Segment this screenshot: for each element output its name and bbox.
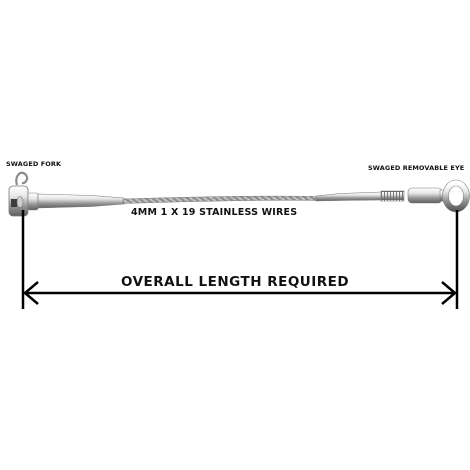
dimension-marker [21, 210, 459, 309]
eye-ring [442, 180, 470, 212]
left-arrowhead [23, 281, 39, 305]
terminal-thread [380, 190, 405, 202]
threaded-terminal [315, 190, 405, 202]
swaged-fork-label: SWAGED FORK [6, 160, 62, 168]
right-arrowhead [441, 281, 457, 305]
swaged-fork [8, 171, 125, 217]
overall-length-label: OVERALL LENGTH REQUIRED [121, 274, 350, 290]
eye-barrel [407, 187, 443, 204]
fork-pin-ring [15, 171, 29, 186]
wire-rope [122, 195, 319, 204]
fork-pin [16, 196, 24, 208]
swaged-removable-eye [407, 179, 470, 213]
swaged-removable-eye-label: SWAGED REMOVABLE EYE [368, 164, 465, 172]
terminal-swage-tube [315, 191, 383, 202]
eye-ring-inner [448, 185, 464, 207]
fork-collar [27, 192, 39, 211]
fork-swage-tube [37, 193, 125, 209]
fork-slot [11, 199, 17, 207]
wire-spec-label: 4MM 1 X 19 STAINLESS WIRES [131, 207, 298, 218]
